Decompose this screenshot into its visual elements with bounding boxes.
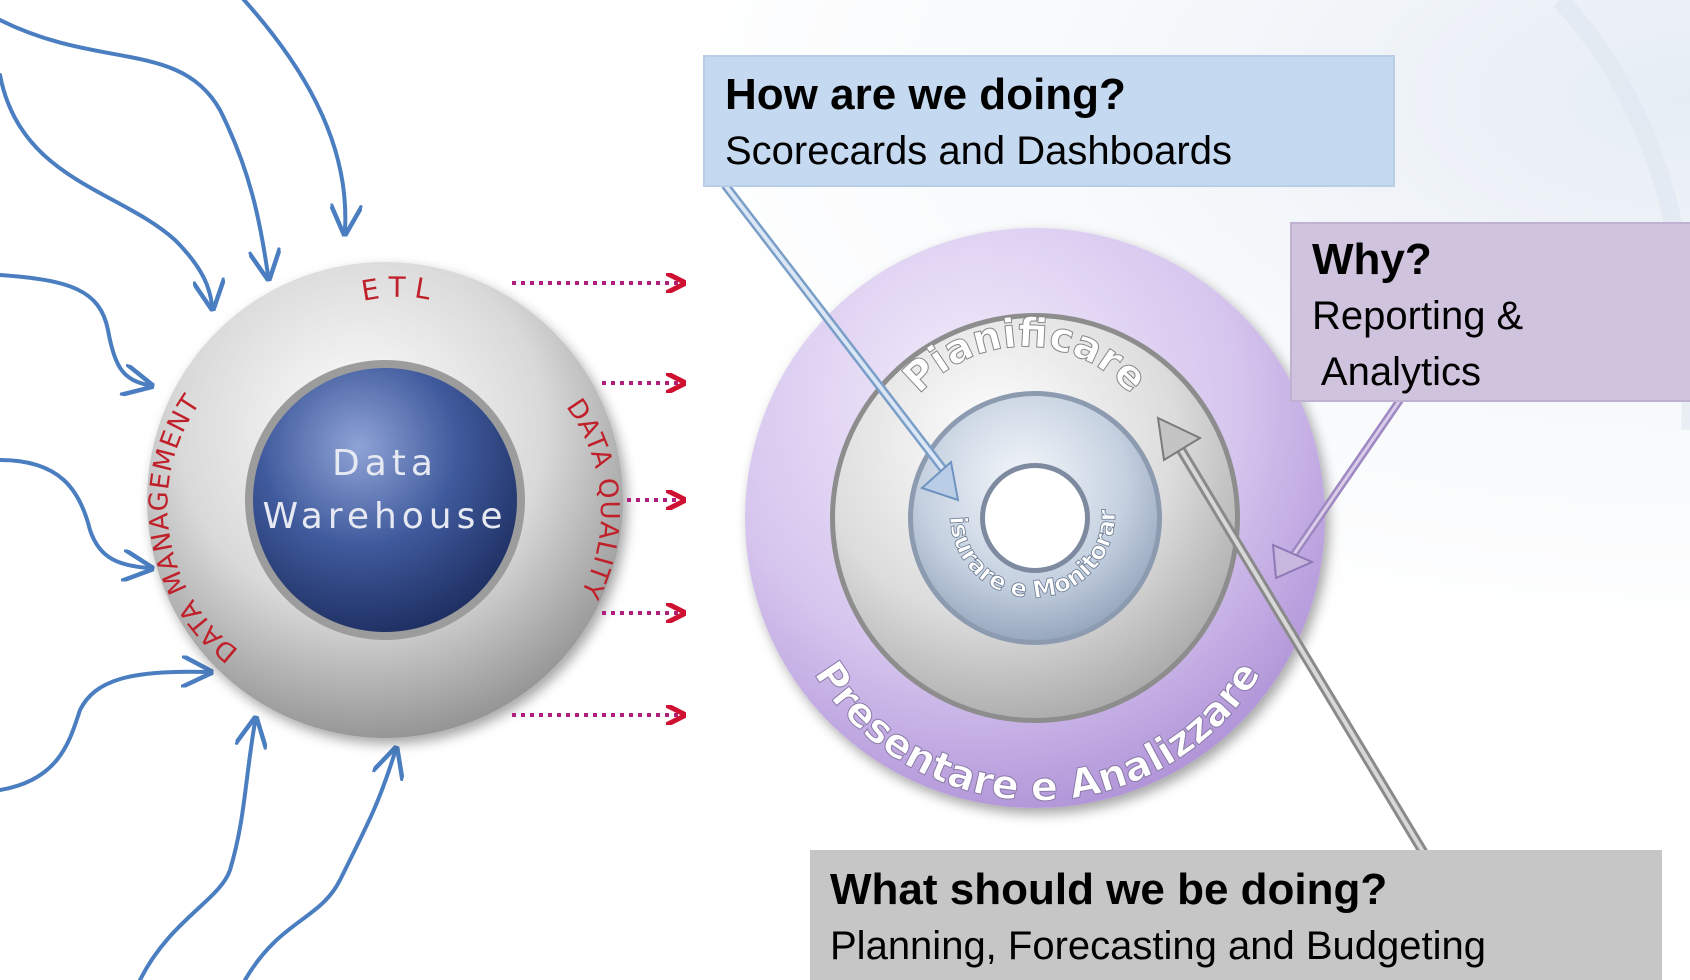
why-pointer-head [1271,543,1315,580]
how-callout-title: How are we doing? [725,70,1126,119]
flow-arrows [512,283,682,715]
source-arrow [0,273,148,385]
source-arrow [241,0,345,230]
what-pointer-highlight [1173,438,1427,857]
callout-pointers [721,182,1430,858]
source-arrow [243,752,395,980]
center-hole [985,468,1085,568]
source-arrow [0,458,148,568]
why-pointer-highlight [1288,399,1402,561]
source-arrows [0,0,395,980]
source-arrow [138,722,255,980]
how-callout: How are we doing? Scorecards and Dashboa… [703,55,1395,187]
dw-core-label-line2: Warehouse [262,496,507,537]
what-callout-title: What should we be doing? [830,865,1388,914]
source-arrow [0,672,207,792]
how-callout-subtitle: Scorecards and Dashboards [725,129,1232,173]
source-arrow [0,73,212,305]
why-callout-title: Why? [1312,235,1432,284]
what-callout: What should we be doing? Planning, Forec… [810,850,1662,980]
data-warehouse-disc: Data Warehouse ETL DATA MANAGEMENT DATA … [144,262,623,738]
dw-core-label-line1: Data [332,443,438,484]
how-pointer-highlight [723,183,952,480]
dw-core [253,368,517,632]
what-callout-subtitle: Planning, Forecasting and Budgeting [830,924,1487,968]
how-pointer-head [920,460,960,502]
why-callout-subtitle: Reporting & Analytics [1312,294,1524,394]
what-pointer-head [1156,416,1203,462]
source-arrow [0,18,268,275]
why-callout: Why? Reporting & Analytics [1290,222,1690,402]
etl-ring-label: ETL [359,271,441,308]
